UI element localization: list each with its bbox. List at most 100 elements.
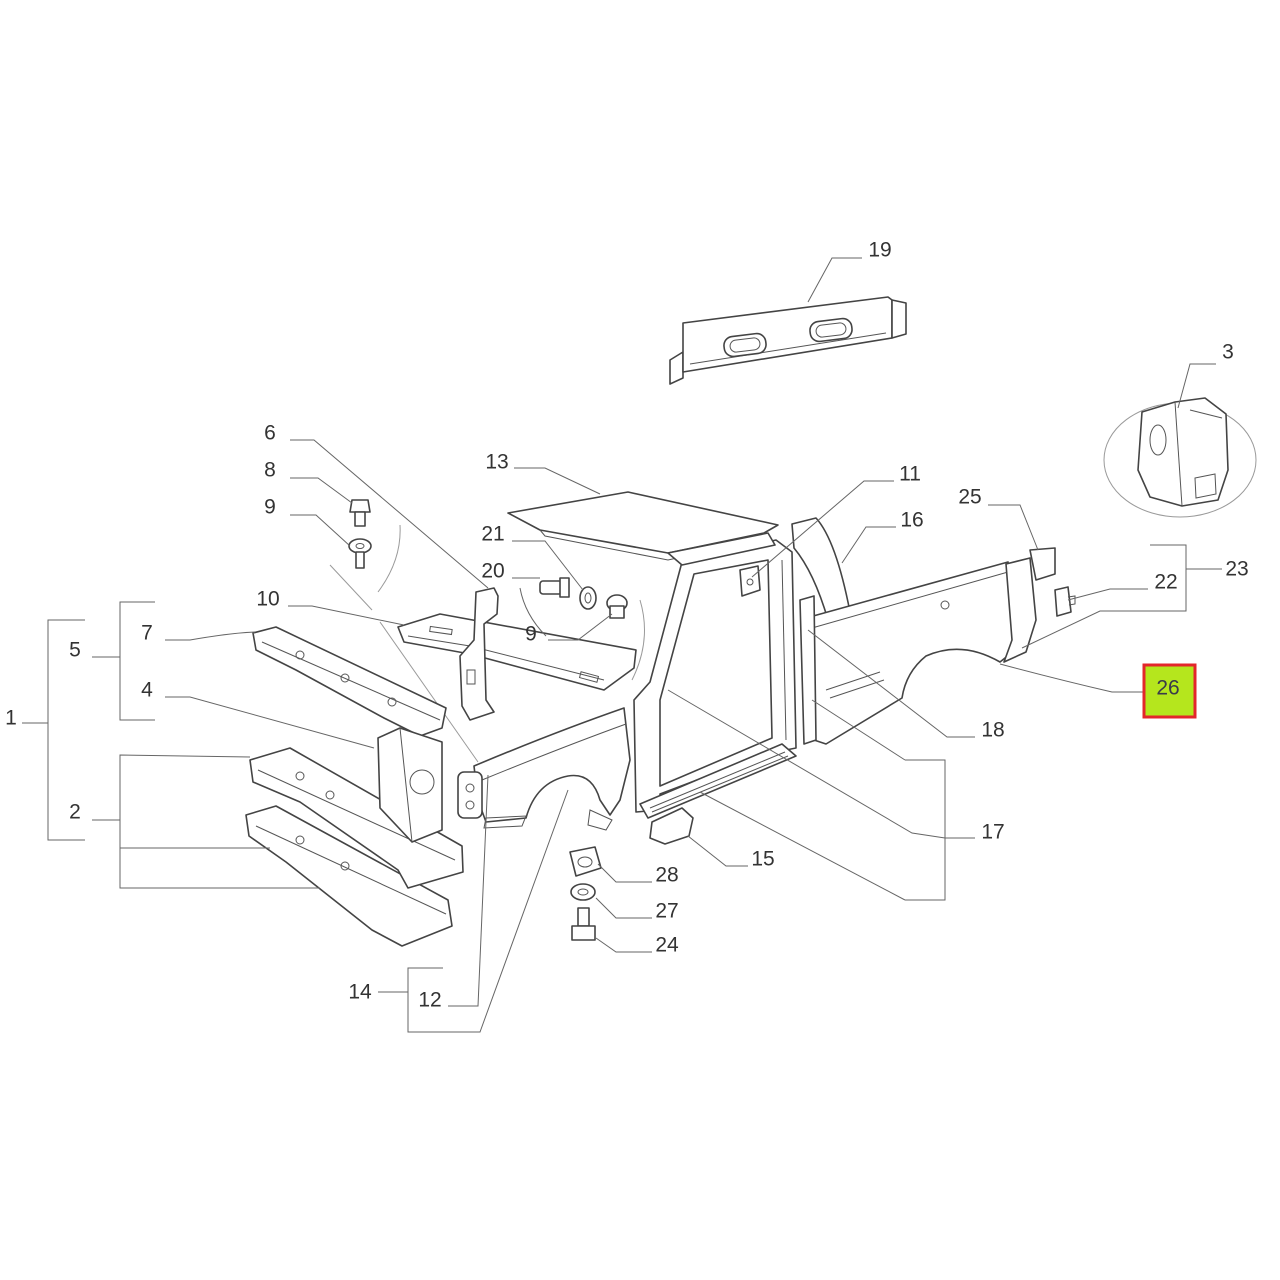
callout-15[interactable]: 15 xyxy=(751,848,774,871)
part-3-edge xyxy=(1174,401,1183,507)
assembly-guide-line xyxy=(329,564,373,611)
part-10-cross-member xyxy=(397,613,637,691)
callout-20[interactable]: 20 xyxy=(481,560,504,583)
callout-5[interactable]: 5 xyxy=(69,639,81,662)
part-28-hole xyxy=(577,856,593,868)
rear-bed-side-panel xyxy=(805,561,1021,745)
part-8-bolt-shaft xyxy=(354,511,366,527)
part-19-right-flange xyxy=(891,299,907,339)
part-3-oval-hole xyxy=(1149,424,1167,456)
callout-24[interactable]: 24 xyxy=(655,934,679,957)
leader-line-19 xyxy=(807,257,862,303)
headlamp-bracket-hole xyxy=(465,800,475,810)
callout-16[interactable]: 16 xyxy=(900,509,923,532)
callout-9[interactable]: 9 xyxy=(264,496,276,519)
leader-line-16 xyxy=(841,526,896,564)
callout-10[interactable]: 10 xyxy=(256,588,279,611)
part-11-hole xyxy=(746,578,754,586)
assembly-guide-line xyxy=(631,599,645,681)
part-10-body xyxy=(397,613,637,691)
part-24-head xyxy=(571,925,596,941)
callout-22[interactable]: 22 xyxy=(1154,571,1177,594)
part-22-clip-tab xyxy=(1067,595,1076,606)
callout-11[interactable]: 11 xyxy=(899,463,921,486)
part-19-left-flange xyxy=(669,351,684,385)
part-21-nut-hole xyxy=(584,592,592,604)
callout-9-second[interactable]: 9 xyxy=(525,623,537,646)
part-19-panel xyxy=(669,296,907,385)
callout-26[interactable]: 26 xyxy=(1156,677,1179,700)
callout-27[interactable]: 27 xyxy=(655,900,678,923)
part-9-fastener-body xyxy=(609,605,625,619)
part-9-fastener xyxy=(606,594,628,619)
part-4-round-opening xyxy=(409,769,435,795)
part-15-bracket xyxy=(649,807,694,845)
part-4-panel xyxy=(377,727,443,843)
part-11-body xyxy=(739,565,761,597)
callout-1[interactable]: 1 xyxy=(5,707,17,730)
part-27-hole xyxy=(577,888,589,896)
callout-2[interactable]: 2 xyxy=(69,801,81,824)
leader-line-4 xyxy=(165,696,375,749)
callout-21[interactable]: 21 xyxy=(481,523,504,546)
part-19-fold-line xyxy=(689,332,887,365)
callout-3[interactable]: 3 xyxy=(1222,341,1234,364)
callout-4[interactable]: 4 xyxy=(141,679,153,702)
headlamp-bracket-body xyxy=(457,771,483,819)
callout-28[interactable]: 28 xyxy=(655,864,678,887)
part-27-ring xyxy=(570,883,596,901)
bracket-5 xyxy=(92,601,155,721)
part-21-nut xyxy=(579,586,597,610)
leader-line-25 xyxy=(988,504,1039,551)
callout-8[interactable]: 8 xyxy=(264,459,276,482)
callout-14[interactable]: 14 xyxy=(348,981,372,1004)
part-19-slot-left xyxy=(723,332,767,358)
part-6-bracket xyxy=(459,587,499,721)
part-2-lower-rail xyxy=(245,805,453,947)
leader-line-13 xyxy=(514,467,601,495)
rear-bed-fuel-cap xyxy=(940,600,950,610)
part-4-edge xyxy=(399,727,413,843)
part-9-washer-hole xyxy=(355,543,365,549)
leader-line-15 xyxy=(687,835,748,867)
part-2-upper-rail xyxy=(249,747,464,889)
callout-26-highlight-border xyxy=(1142,663,1197,719)
part-19-slot-right xyxy=(809,317,853,343)
callout-26-highlighted[interactable]: 26 xyxy=(1142,663,1197,719)
part-7-hole xyxy=(295,650,305,660)
part-19-slot-left-inner xyxy=(729,337,761,353)
part-10-emblem xyxy=(578,671,600,683)
callout-17[interactable]: 17 xyxy=(981,821,1004,844)
callout-13[interactable]: 13 xyxy=(485,451,508,474)
part-2-upper-rail-fold xyxy=(257,769,456,861)
part-3-top-edge xyxy=(1189,409,1223,419)
headlamp-bracket xyxy=(457,771,483,819)
bracket-17 xyxy=(667,689,975,901)
part-9-stud xyxy=(355,551,365,569)
part-20-bolt-shaft xyxy=(539,580,563,595)
part-6-body xyxy=(459,587,499,721)
callout-19[interactable]: 19 xyxy=(868,239,891,262)
leader-line-7 xyxy=(165,631,256,641)
callout-12[interactable]: 12 xyxy=(418,989,441,1012)
bracket-1 xyxy=(22,619,85,841)
leader-line-9-second xyxy=(519,587,613,641)
part-9-washer xyxy=(348,538,372,569)
callout-25[interactable]: 25 xyxy=(958,486,981,509)
rocker-sill xyxy=(639,743,797,819)
part-25-cap xyxy=(1029,547,1056,581)
part-7-fold xyxy=(261,641,441,721)
headlamp-bracket-hole xyxy=(465,783,475,793)
part-7-hole xyxy=(340,673,350,683)
part-21-nut-body xyxy=(579,586,597,610)
callout-6[interactable]: 6 xyxy=(264,422,276,445)
rear-bed-side-stripes xyxy=(825,671,885,699)
part-27-washer xyxy=(570,883,596,901)
leader-line-11 xyxy=(751,480,894,578)
part-28-mount xyxy=(569,846,602,877)
leader-line-28 xyxy=(597,863,652,883)
callout-18[interactable]: 18 xyxy=(981,719,1004,742)
callout-23[interactable]: 23 xyxy=(1225,558,1248,581)
b-pillar-edge xyxy=(781,559,787,741)
callout-7[interactable]: 7 xyxy=(141,622,153,645)
